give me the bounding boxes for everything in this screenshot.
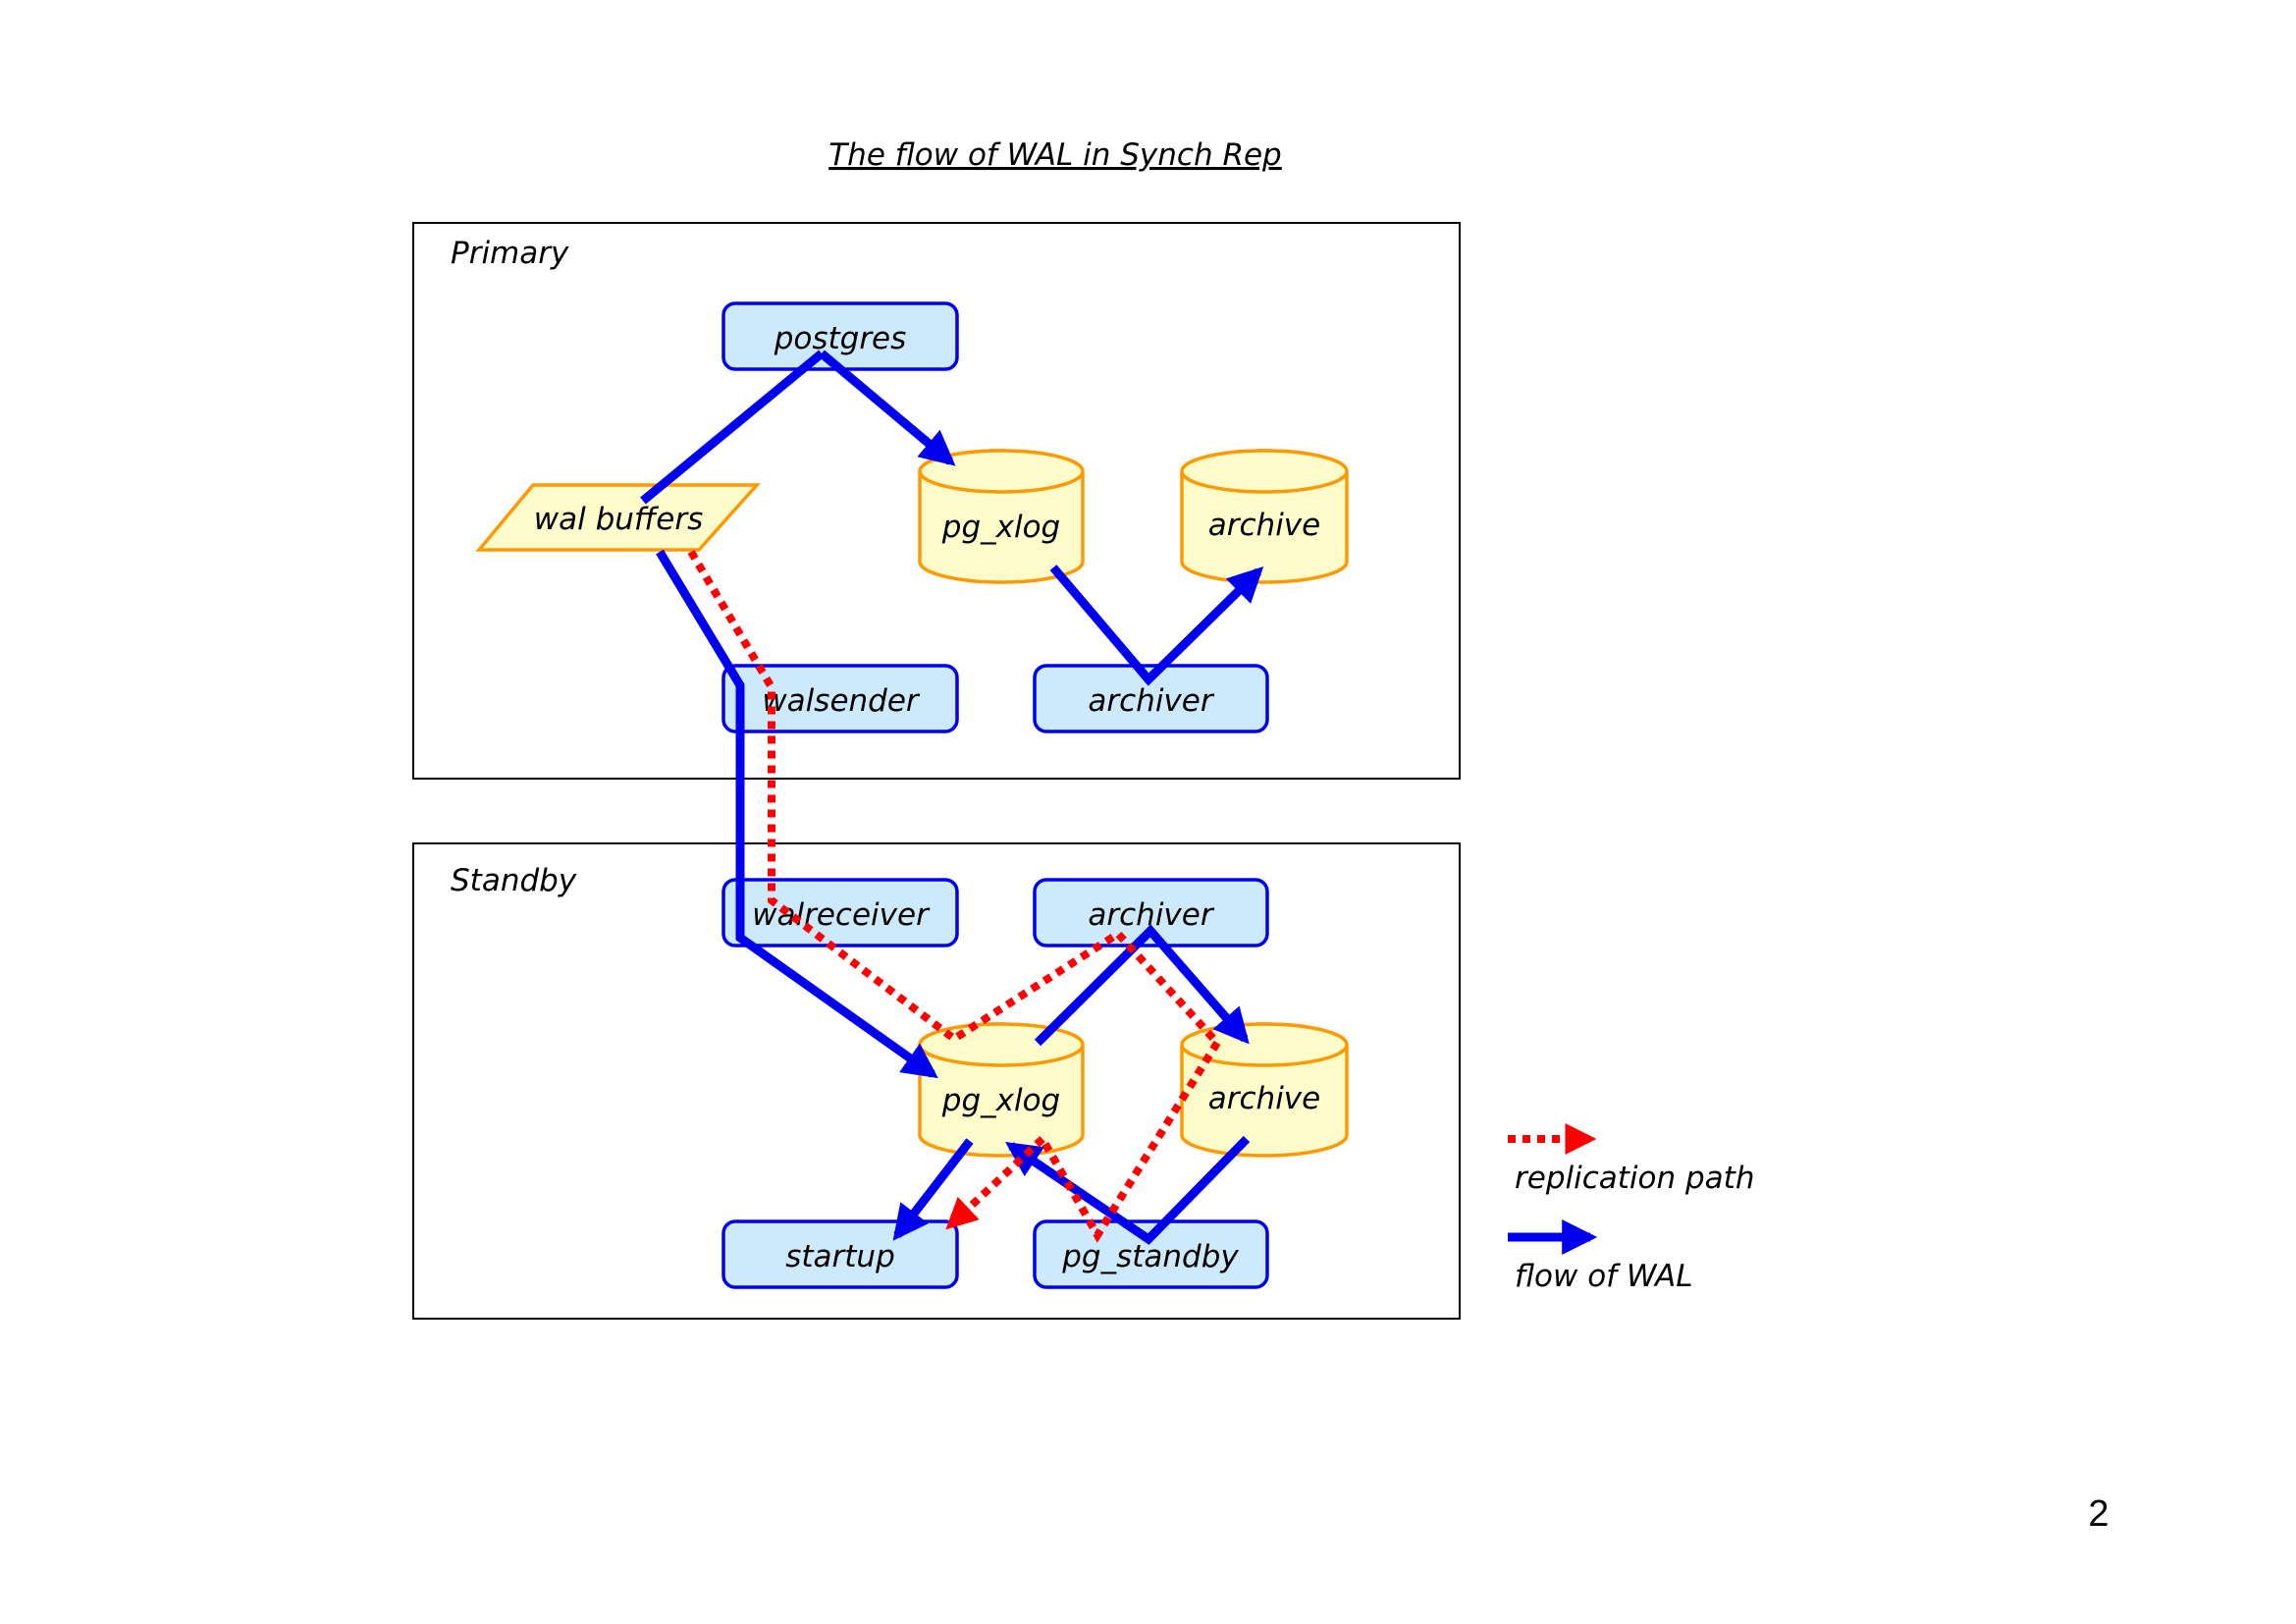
node-postgres: postgres xyxy=(721,301,959,371)
edge-pg-xlog-startup xyxy=(892,1138,974,1241)
standby-pg-xlog-label: pg_xlog xyxy=(941,1083,1060,1118)
page-number: 2 xyxy=(2088,1493,2109,1535)
primary-archive-top xyxy=(1180,449,1349,494)
pg-standby-label: pg_standby xyxy=(1061,1239,1239,1274)
legend: replication path flow of WAL xyxy=(1508,1123,1754,1294)
legend-replication-label: replication path xyxy=(1515,1161,1754,1196)
edge-standby-pg-xlog-archiver-archive xyxy=(1034,924,1250,1047)
pg-standby-box xyxy=(1033,1219,1269,1289)
startup-label: startup xyxy=(785,1239,895,1274)
node-primary-archiver: archiver xyxy=(1033,664,1269,733)
edge-pg-xlog-archiver-archive xyxy=(1049,565,1264,686)
primary-archiver-box xyxy=(1033,664,1269,733)
standby-label: Standby xyxy=(451,863,577,898)
wal-flow-edges xyxy=(640,350,1264,1245)
standby-archiver-box xyxy=(1033,878,1269,947)
node-pg-standby: pg_standby xyxy=(1033,1219,1269,1289)
primary-pg-xlog-top xyxy=(918,449,1085,494)
walsender-box xyxy=(721,664,959,733)
node-walreceiver: walreceiver xyxy=(721,878,959,947)
node-walsender: walsender xyxy=(721,664,959,733)
replication-path-edges xyxy=(687,549,1221,1243)
edge-replication-archive-pg-standby xyxy=(1039,1040,1221,1243)
edge-replication-to-startup xyxy=(945,1136,1045,1230)
standby-archive-label: archive xyxy=(1208,1081,1320,1116)
primary-archive-label: archive xyxy=(1208,508,1320,543)
node-standby-archiver: archiver xyxy=(1033,878,1269,947)
walsender-label: walsender xyxy=(762,683,921,719)
node-standby-pg-xlog: pg_xlog xyxy=(918,1022,1085,1158)
walreceiver-label: walreceiver xyxy=(752,897,931,933)
primary-pg-xlog-label: pg_xlog xyxy=(941,510,1060,545)
wal-buffers-label: wal buffers xyxy=(534,502,703,537)
walreceiver-box xyxy=(721,878,959,947)
postgres-label: postgres xyxy=(774,321,907,356)
node-primary-pg-xlog: pg_xlog xyxy=(918,449,1085,584)
edge-wal-buffers-standby-pg-xlog xyxy=(656,549,938,1079)
node-startup: startup xyxy=(721,1219,959,1289)
edge-postgres-pg-xlog xyxy=(819,350,956,466)
node-wal-buffers: wal buffers xyxy=(475,483,761,552)
legend-wal-label: flow of WAL xyxy=(1515,1259,1693,1294)
wal-buffers-shape xyxy=(475,483,761,552)
primary-archiver-label: archiver xyxy=(1088,683,1214,719)
edge-archive-pg-standby-pg-xlog xyxy=(1005,1135,1251,1245)
standby-pg-xlog-top xyxy=(918,1022,1085,1067)
edge-postgres-wal-buffers xyxy=(640,350,825,505)
diagram-title: The flow of WAL in Synch Rep xyxy=(828,137,1282,173)
node-standby-archive: archive xyxy=(1180,1022,1349,1158)
primary-label: Primary xyxy=(451,236,569,271)
node-primary-archive: archive xyxy=(1180,449,1349,584)
